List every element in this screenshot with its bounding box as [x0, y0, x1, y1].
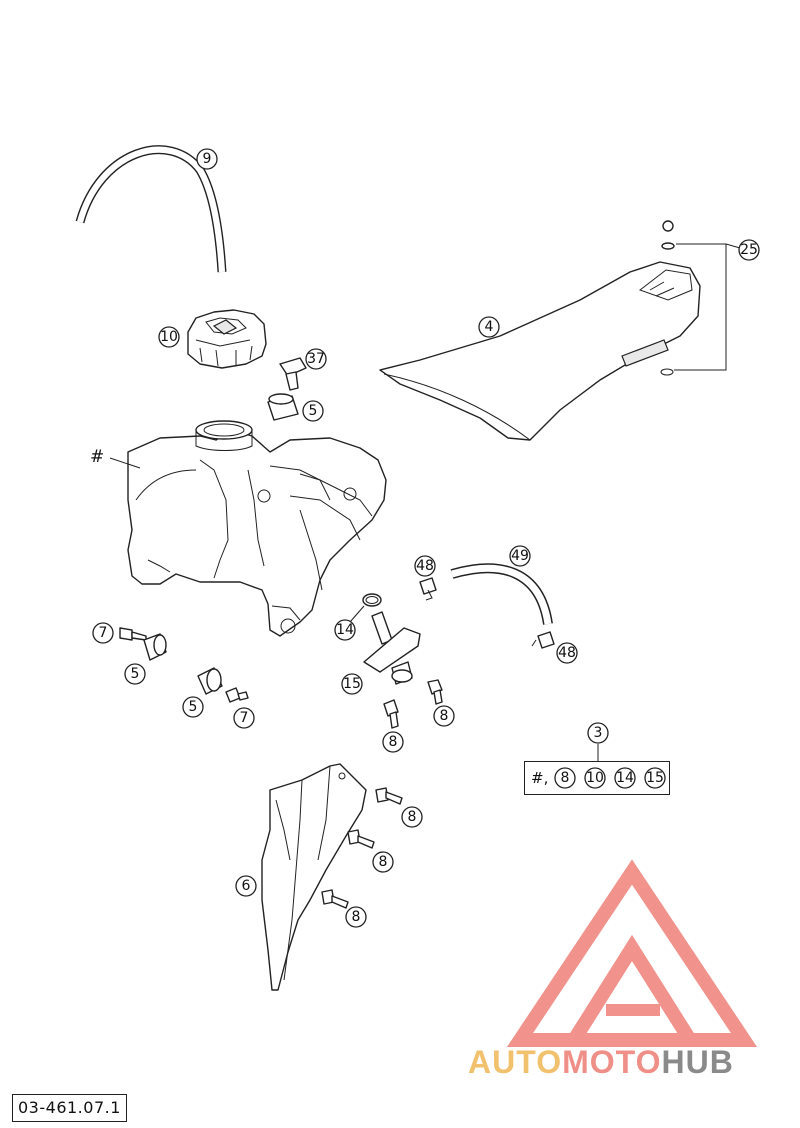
svg-text:8: 8	[352, 909, 361, 925]
svg-text:5: 5	[131, 666, 140, 682]
tap-screw-b	[427, 679, 443, 705]
watermark-auto: AUTO	[468, 1044, 563, 1080]
hose-clamp-bottom	[531, 631, 555, 649]
svg-text:3: 3	[594, 725, 603, 741]
svg-text:48: 48	[416, 558, 434, 574]
callout-seat-screw: 25	[738, 239, 760, 261]
kit-contents-box: #, 8 10 14 15	[524, 761, 670, 795]
o-ring	[349, 593, 382, 623]
fuel-tank	[127, 420, 387, 637]
tap-screw-a	[383, 699, 399, 729]
callout-seat: 4	[478, 316, 500, 338]
svg-text:7: 7	[99, 625, 108, 641]
kit-item: 8	[554, 767, 576, 789]
callout-fuel-hose: 49	[509, 545, 531, 567]
spoiler-screw-c	[321, 889, 349, 909]
svg-text:8: 8	[389, 734, 398, 750]
kit-item: 10	[584, 767, 606, 789]
callout-clamp-top: 48	[414, 555, 436, 577]
callout-spoiler: 6	[235, 875, 257, 897]
svg-text:5: 5	[189, 699, 198, 715]
callout-screw-mid: 7	[233, 707, 255, 729]
callout-clamp-bottom: 48	[556, 642, 578, 664]
svg-text:48: 48	[558, 645, 576, 661]
svg-text:6: 6	[242, 878, 251, 894]
callout-spoiler-screw-b: 8	[372, 851, 394, 873]
callout-bushing-mid: 5	[182, 696, 204, 718]
callout-cap-bolt: 37	[305, 348, 327, 370]
watermark-logo	[506, 859, 758, 1047]
callout-hose: 9	[196, 148, 218, 170]
callout-spoiler-screw-c: 8	[345, 906, 367, 928]
bushing-top	[267, 393, 299, 421]
svg-text:14: 14	[336, 622, 354, 638]
watermark-moto: MOTO	[562, 1044, 662, 1080]
bushing-left	[143, 633, 167, 661]
watermark-hub: HUB	[661, 1044, 734, 1080]
svg-text:4: 4	[485, 319, 494, 335]
seat	[379, 261, 701, 441]
svg-text:10: 10	[160, 329, 178, 345]
spoiler	[261, 763, 367, 991]
callout-filler-cap: 10	[158, 326, 180, 348]
seat-screw	[661, 220, 741, 371]
callout-spoiler-screw-a: 8	[401, 806, 423, 828]
kit-contents: #, 8 10 14 15	[531, 767, 666, 789]
svg-text:15: 15	[646, 770, 664, 786]
tank-screw-mid	[225, 687, 249, 703]
svg-text:8: 8	[440, 708, 449, 724]
callout-fuel-tap: 15	[341, 673, 363, 695]
spoiler-screw-a	[375, 787, 403, 805]
svg-text:14: 14	[616, 770, 634, 786]
diagram-reference-code: 03-461.07.1	[12, 1094, 127, 1122]
kit-hash: #,	[531, 769, 548, 787]
fuel-tap	[363, 611, 421, 685]
callout-screw-left: 7	[92, 622, 114, 644]
svg-text:8: 8	[561, 770, 570, 786]
watermark-text: AUTOMOTOHUB	[468, 1044, 734, 1081]
svg-text:37: 37	[307, 351, 325, 367]
svg-text:7: 7	[240, 710, 249, 726]
svg-text:8: 8	[408, 809, 417, 825]
filler-cap	[187, 309, 267, 369]
svg-text:5: 5	[309, 403, 318, 419]
svg-text:8: 8	[379, 854, 388, 870]
kit-item: 15	[644, 767, 666, 789]
spoiler-screw-b	[347, 829, 375, 849]
svg-text:49: 49	[511, 548, 529, 564]
svg-text:10: 10	[586, 770, 604, 786]
kit-item: 14	[614, 767, 636, 789]
callout-o-ring: 14	[334, 619, 356, 641]
vent-hose	[75, 145, 227, 273]
cap-bolt	[279, 357, 307, 391]
callout-tap-screw-a: 8	[382, 731, 404, 753]
bushing-mid	[197, 667, 223, 695]
callout-bushing-top: 5	[302, 400, 324, 422]
callout-tank-hash: #	[90, 447, 104, 467]
callout-tap-screw-b: 8	[433, 705, 455, 727]
tank-screw-left	[119, 627, 147, 641]
svg-text:9: 9	[203, 151, 212, 167]
fuel-hose	[450, 563, 553, 625]
svg-text:15: 15	[343, 676, 361, 692]
callout-kit: 3	[587, 722, 609, 744]
hose-clamp-top	[419, 577, 437, 601]
svg-text:25: 25	[740, 242, 758, 258]
callout-bushing-left: 5	[124, 663, 146, 685]
